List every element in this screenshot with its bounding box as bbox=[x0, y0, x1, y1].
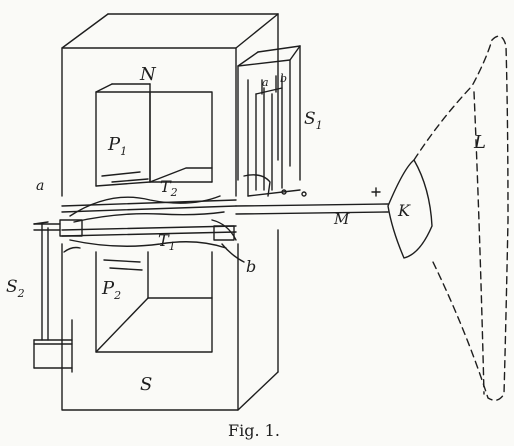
suspension-S1 bbox=[237, 45, 307, 197]
lower-pole-P2 bbox=[95, 251, 213, 353]
figure-caption: Fig. 1. bbox=[228, 421, 280, 440]
label-b: b bbox=[246, 257, 256, 276]
lever-S2 bbox=[33, 221, 73, 373]
label-S1: S1 bbox=[304, 109, 323, 132]
label-S: S bbox=[140, 374, 152, 395]
label-s1-b: b bbox=[280, 72, 287, 85]
label-a: a bbox=[36, 178, 44, 194]
magnet-frame bbox=[61, 13, 279, 411]
label-s1-a: a bbox=[262, 76, 269, 89]
label-P2: P2 bbox=[101, 278, 121, 302]
diaphragm-L bbox=[413, 35, 509, 401]
label-T1: T1 bbox=[158, 231, 176, 253]
label-N: N bbox=[139, 64, 157, 85]
label-L: L bbox=[473, 132, 486, 153]
label-S2: S2 bbox=[6, 277, 25, 300]
gap-assembly bbox=[33, 195, 389, 263]
upper-pole-P1 bbox=[95, 83, 213, 187]
label-M: M bbox=[333, 210, 350, 228]
label-K: K bbox=[397, 201, 411, 220]
label-P1: P1 bbox=[107, 134, 127, 158]
labels: N P1 P2 S T2 T1 a b S1 S2 a b M K L Fig.… bbox=[6, 64, 486, 440]
cone-K bbox=[371, 159, 433, 259]
label-T2: T2 bbox=[160, 177, 178, 199]
